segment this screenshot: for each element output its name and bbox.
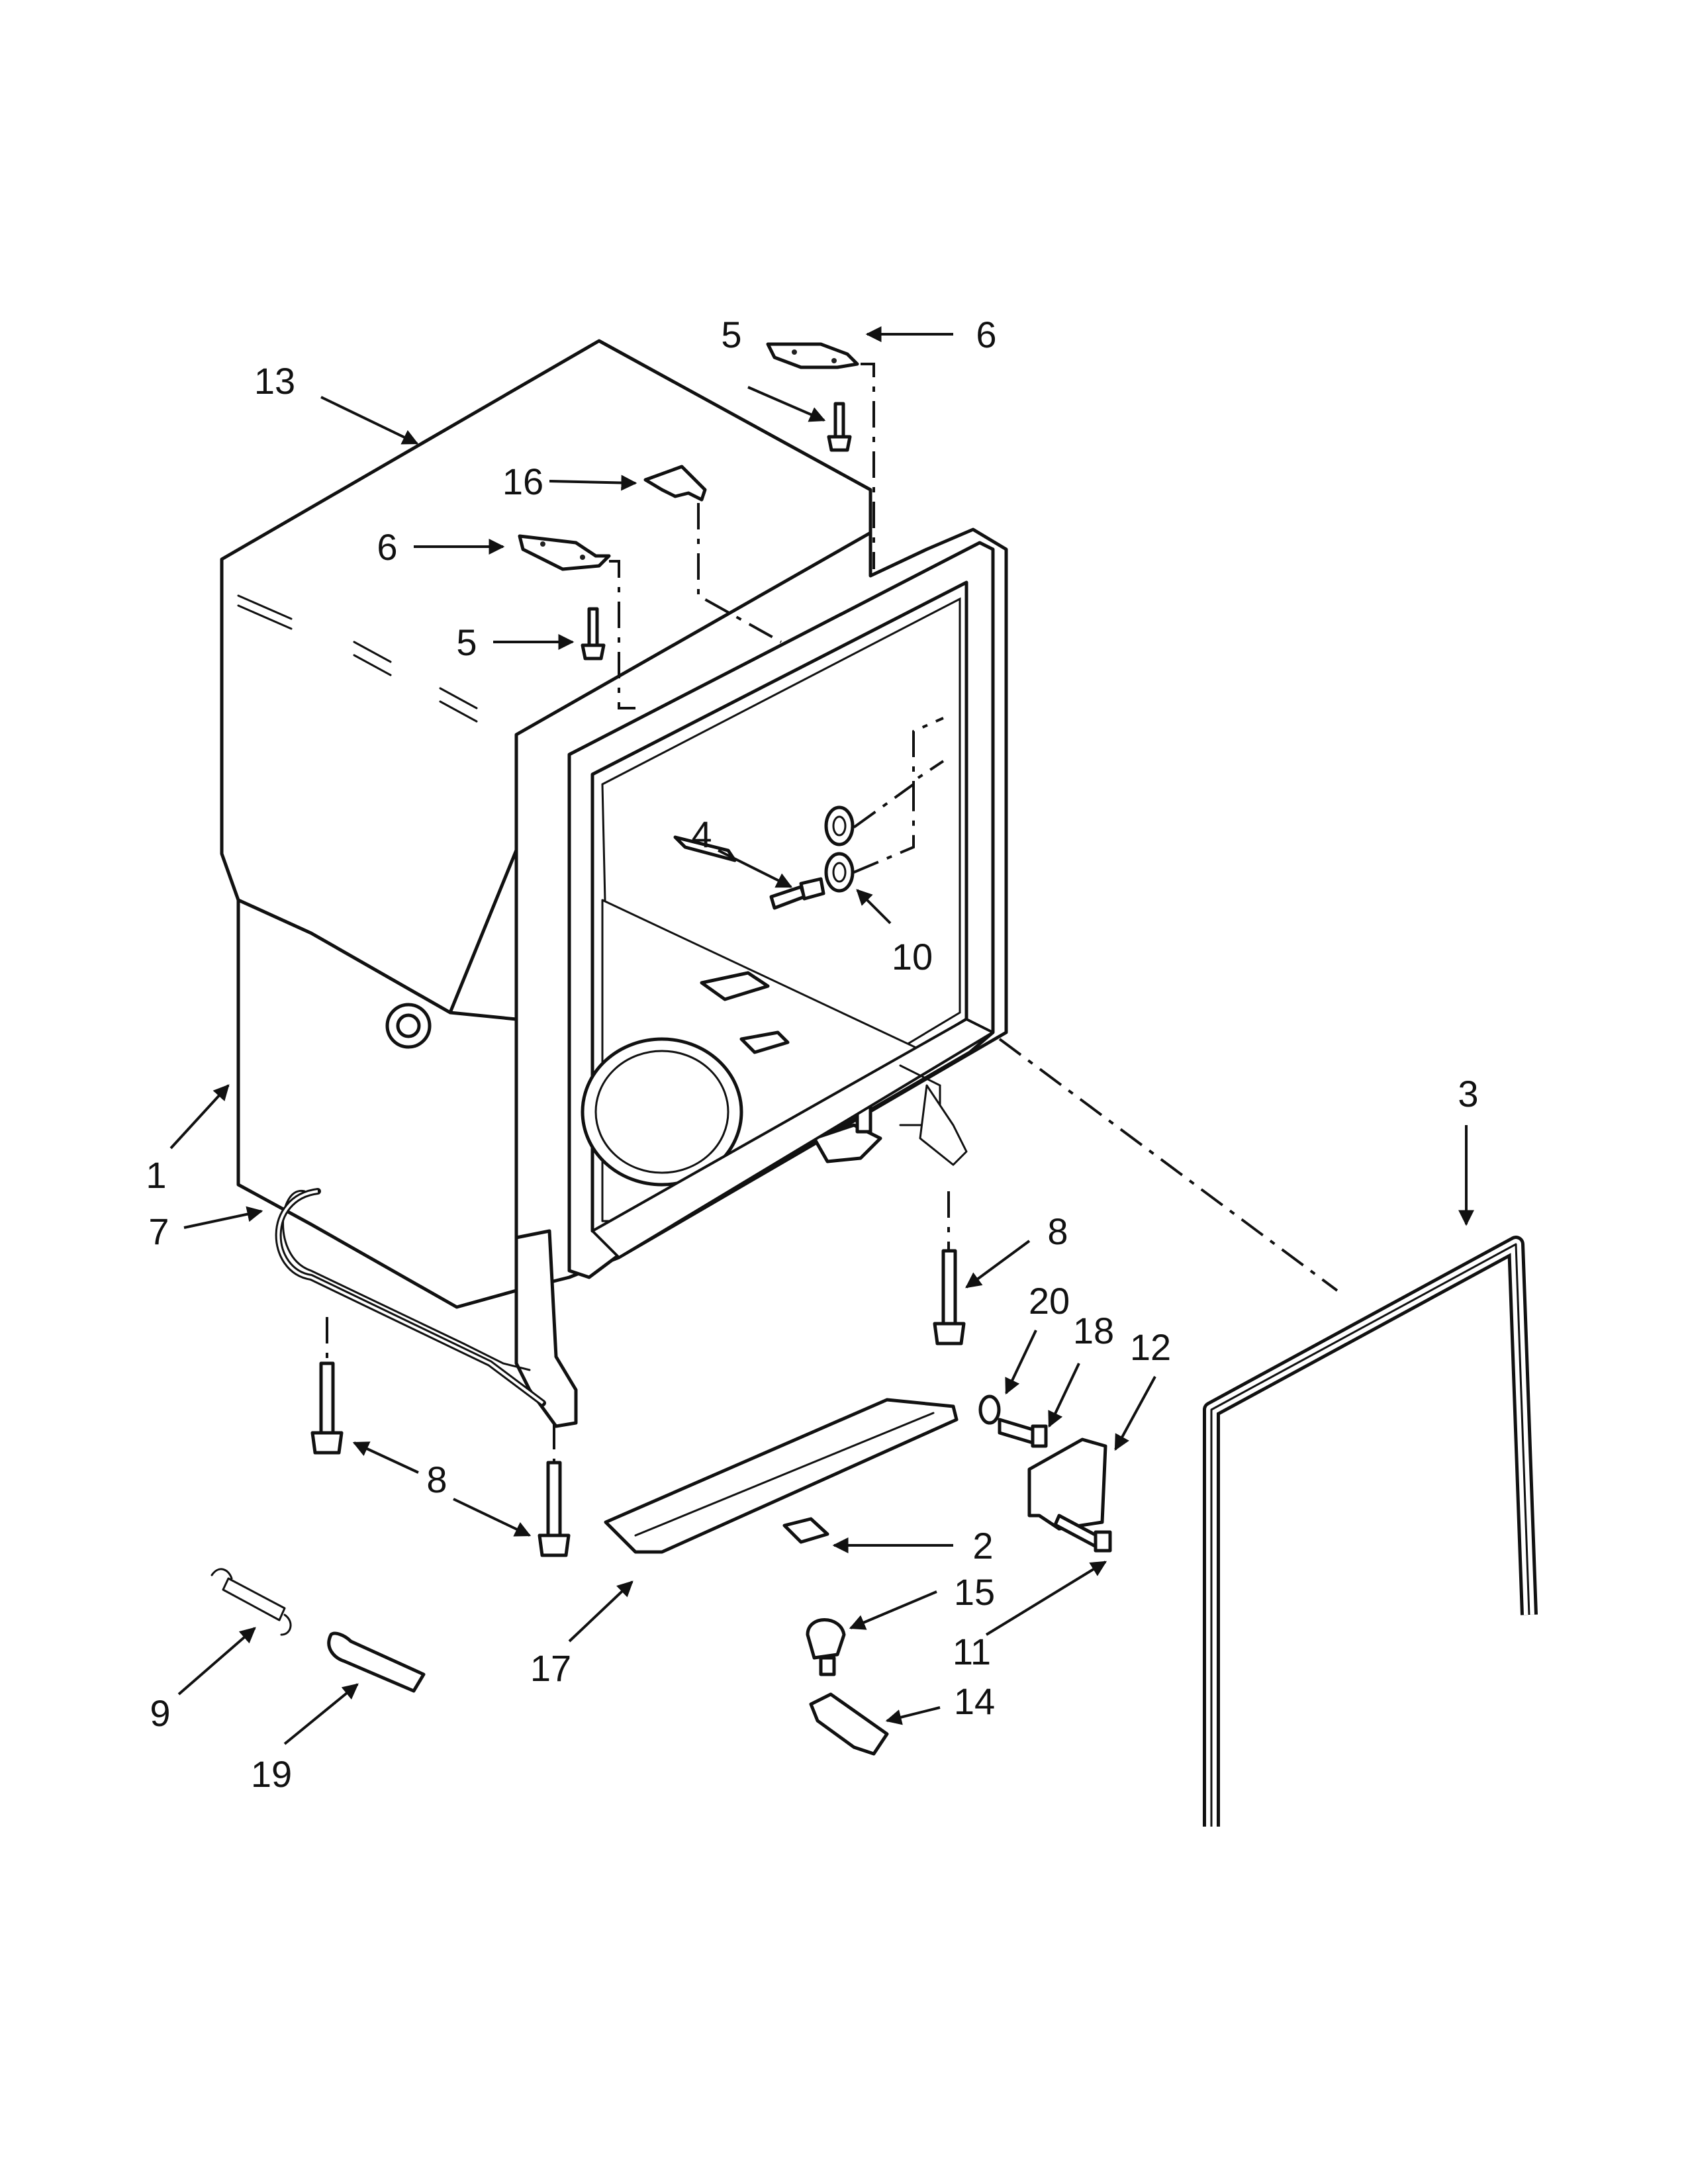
callout-3: 3 (1458, 1073, 1478, 1115)
callout-2: 2 (972, 1525, 993, 1567)
callout-14: 14 (954, 1680, 995, 1722)
callout-4: 4 (691, 813, 712, 855)
part-16-clip (643, 465, 782, 643)
part-7-tube (275, 1188, 546, 1406)
part-5-screw-right (827, 402, 852, 452)
callout-7: 7 (148, 1210, 169, 1252)
part-15-switch (806, 1618, 846, 1676)
callout-5-right: 5 (721, 314, 741, 355)
part-9-spring (211, 1568, 292, 1636)
callout-15: 15 (954, 1571, 995, 1613)
part-8-leg-b (310, 1361, 344, 1455)
callout-1: 1 (146, 1154, 166, 1196)
part-18-screw (998, 1418, 1048, 1448)
leader-lines (169, 326, 1474, 1745)
part-14-bracket (809, 1692, 889, 1756)
part-8-leg-c (538, 1461, 571, 1557)
callout-5-left: 5 (456, 621, 477, 663)
part-8-leg-a (933, 1249, 966, 1345)
callout-10: 10 (892, 936, 933, 978)
part-3-door-gasket (1203, 1236, 1538, 1827)
callout-17: 17 (530, 1647, 571, 1689)
callout-13: 13 (254, 360, 295, 402)
part-6-bracket-left (518, 534, 635, 709)
part-10-grommets (824, 717, 945, 893)
callout-20: 20 (1029, 1280, 1070, 1322)
callout-18: 18 (1073, 1310, 1114, 1351)
callout-labels: 13 16 6 5 5 6 4 10 1 7 3 8 8 20 18 12 2 … (146, 314, 1478, 1795)
part-4-screw (673, 835, 825, 910)
part-6-bracket-right (766, 342, 875, 569)
callout-12: 12 (1130, 1326, 1171, 1368)
callout-16: 16 (502, 461, 543, 502)
part-20-washer (978, 1394, 1001, 1425)
callout-8-right: 8 (1047, 1210, 1068, 1252)
part-12-bracket (1027, 1437, 1107, 1531)
tub-assembly (220, 339, 1338, 1428)
part-11-screw (1053, 1514, 1112, 1553)
callout-6-right: 6 (976, 314, 996, 355)
callout-19: 19 (251, 1753, 292, 1795)
part-19-pad (327, 1631, 426, 1693)
callout-6-left: 6 (377, 526, 397, 568)
part-2-clip (782, 1517, 829, 1544)
part-17-base-panel (604, 1398, 959, 1554)
callout-11: 11 (953, 1631, 991, 1672)
callout-8-left: 8 (426, 1459, 447, 1500)
part-5-screw-left (581, 607, 606, 660)
callout-9: 9 (150, 1692, 170, 1734)
